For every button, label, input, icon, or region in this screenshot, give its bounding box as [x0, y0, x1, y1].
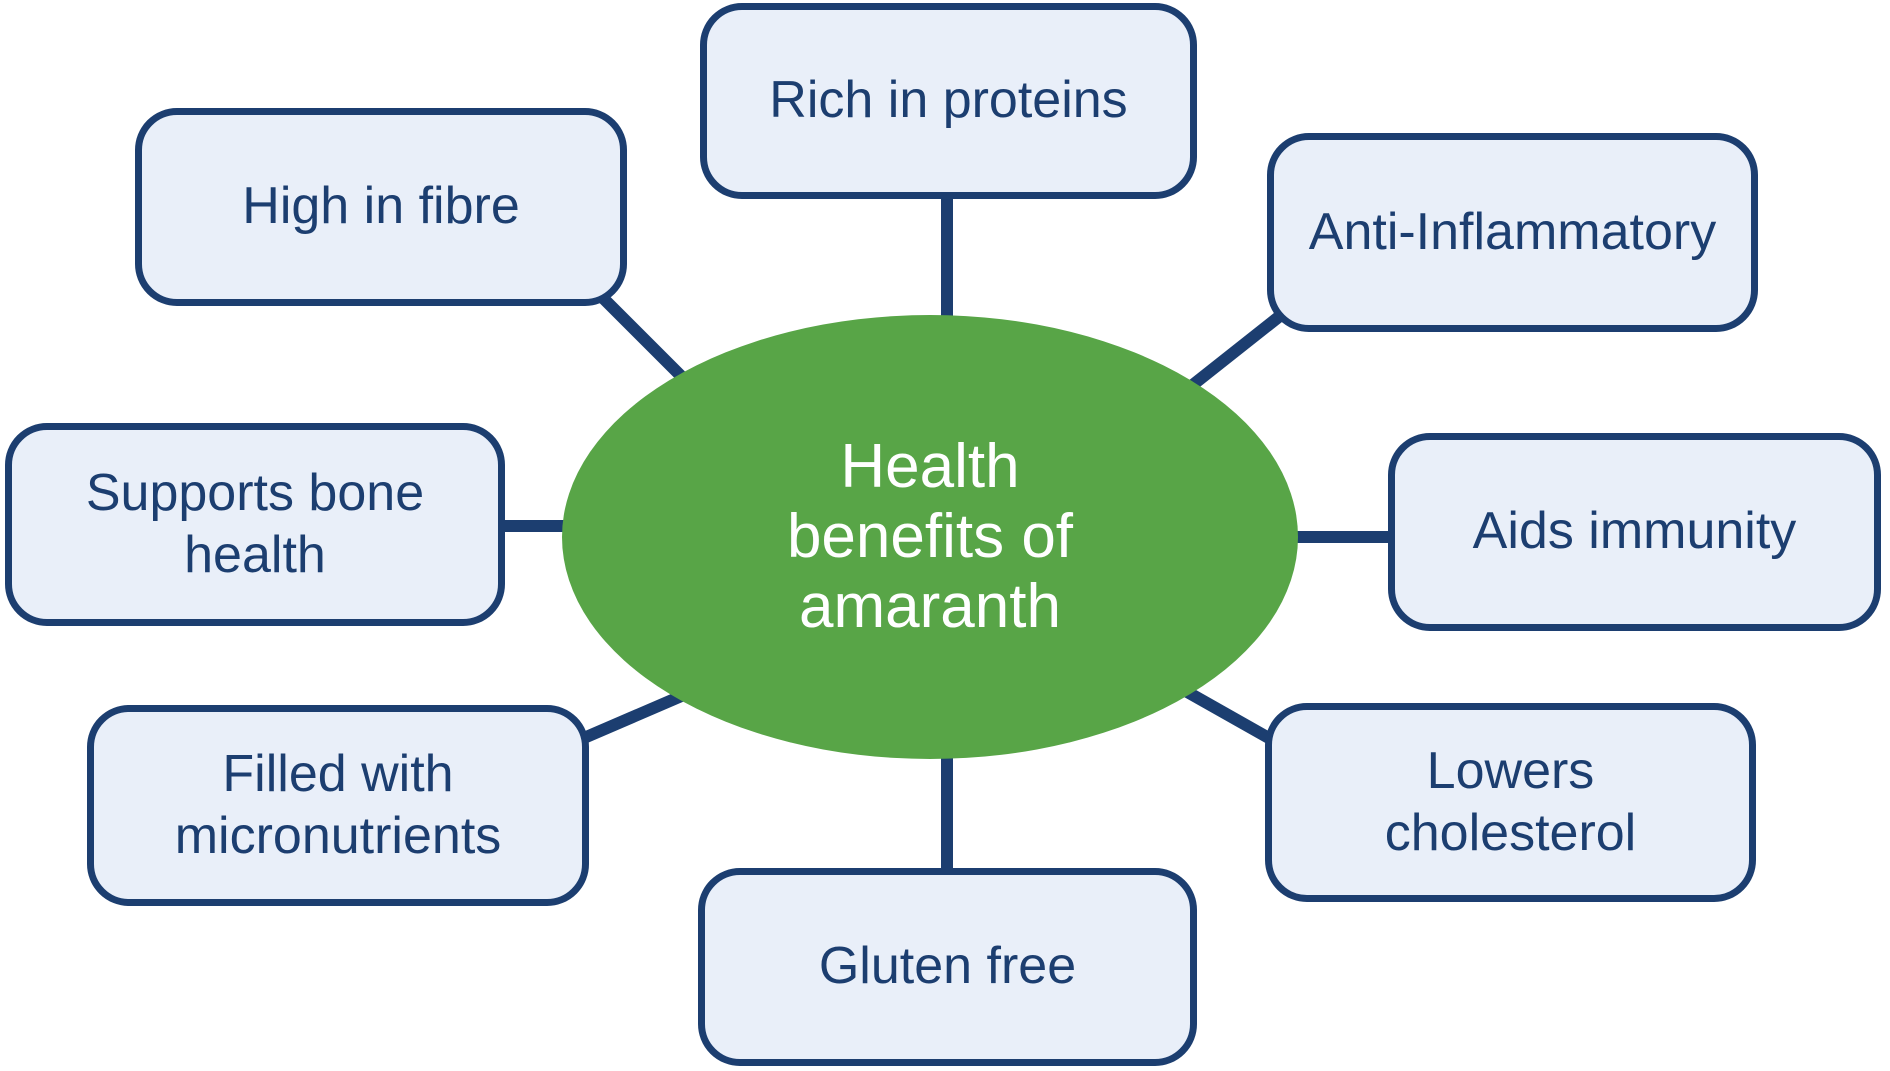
node-gluten-free: Gluten free [698, 868, 1197, 1066]
node-aids-immunity: Aids immunity [1388, 433, 1881, 631]
node-label: Lowers cholesterol [1384, 742, 1637, 862]
node-supports-bone-health: Supports bone health [5, 423, 505, 626]
node-label: Anti-Inflammatory [1308, 202, 1717, 261]
node-rich-in-proteins: Rich in proteins [700, 3, 1197, 199]
node-filled-with-micronutrients: Filled with micronutrients [87, 705, 589, 906]
node-label: Rich in proteins [769, 71, 1128, 130]
node-anti-inflammatory: Anti-Inflammatory [1267, 133, 1758, 332]
node-label: Gluten free [818, 937, 1077, 996]
node-label: Filled with micronutrients [174, 745, 502, 865]
node-label: Supports bone health [85, 464, 425, 584]
node-lowers-cholesterol: Lowers cholesterol [1265, 703, 1756, 902]
node-label: Aids immunity [1472, 502, 1797, 561]
node-label: High in fibre [242, 177, 520, 236]
node-high-in-fibre: High in fibre [135, 108, 627, 306]
center-node-health-benefits: Health benefits of amaranth [562, 315, 1298, 759]
connector-top-right [1176, 303, 1294, 400]
center-node-label: Health benefits of amaranth [786, 431, 1074, 642]
